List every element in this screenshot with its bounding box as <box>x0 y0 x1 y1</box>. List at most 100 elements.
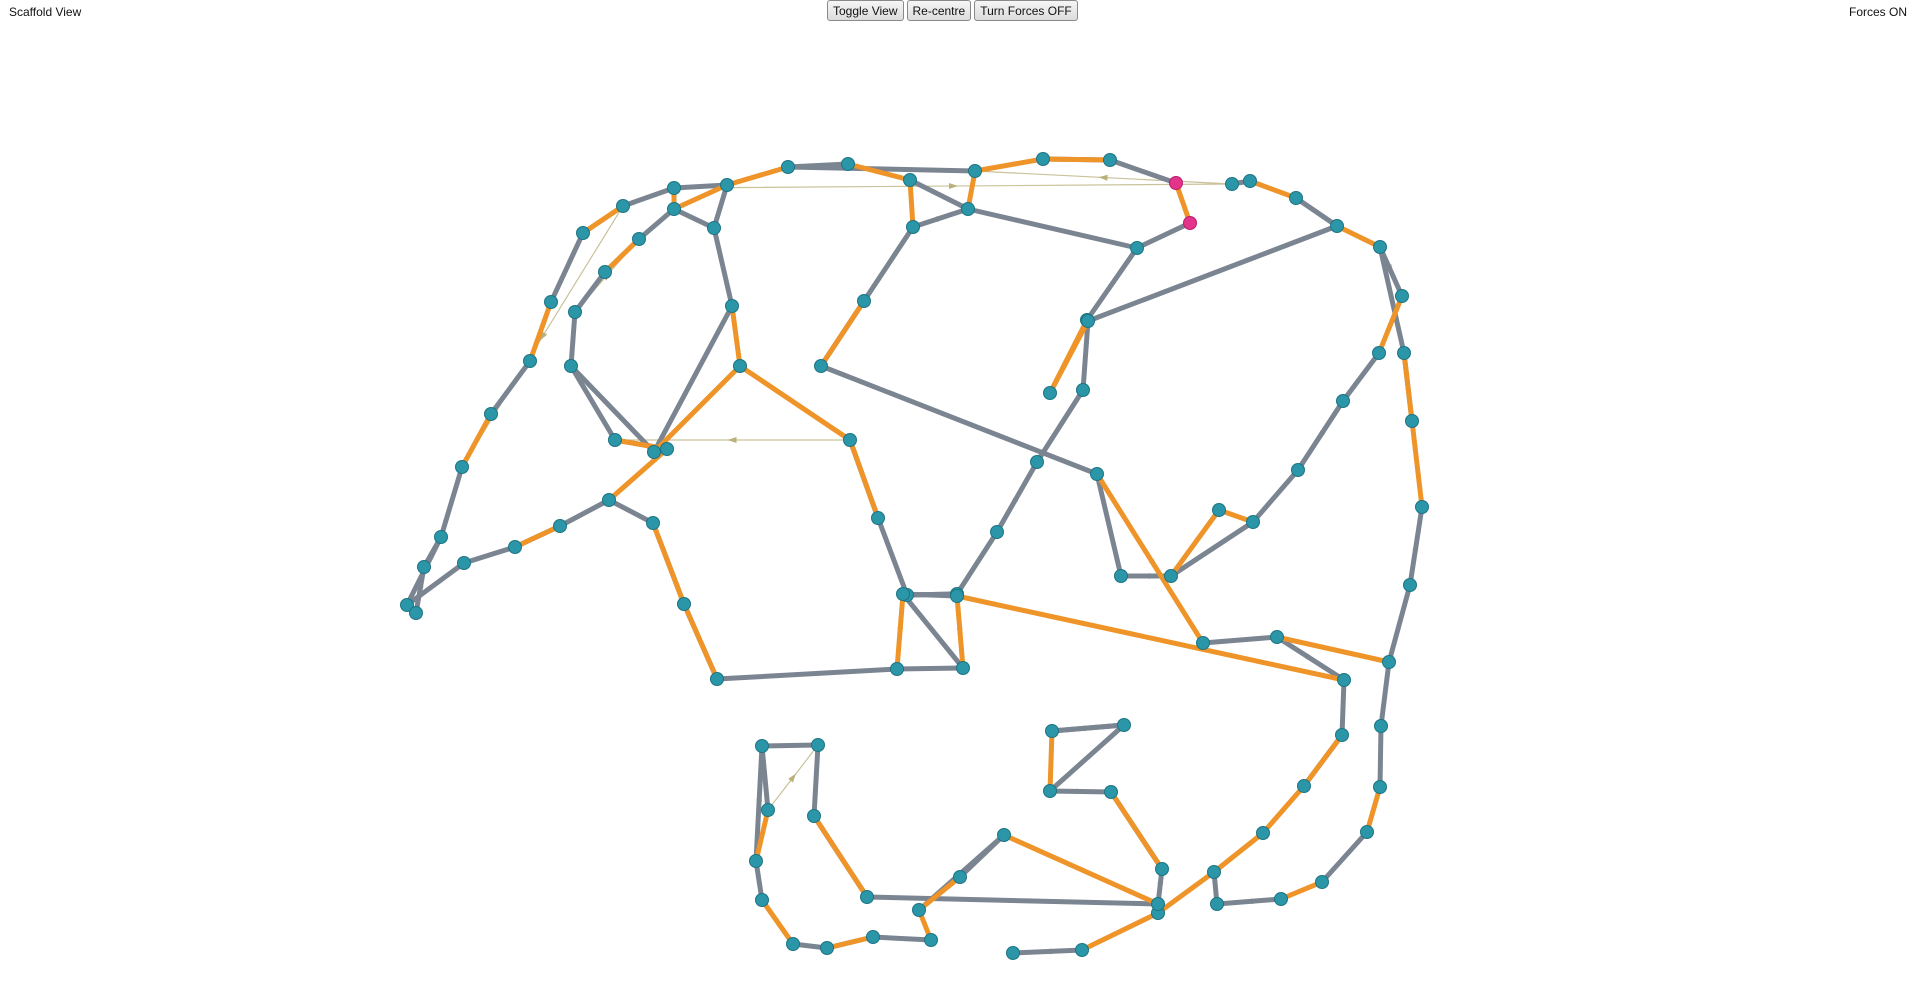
graph-node[interactable] <box>857 294 871 308</box>
graph-node[interactable] <box>1076 383 1090 397</box>
graph-node[interactable] <box>811 738 825 752</box>
graph-node[interactable] <box>720 178 734 192</box>
graph-node[interactable] <box>1117 718 1131 732</box>
graph-node[interactable] <box>890 662 904 676</box>
graph-node[interactable] <box>598 265 612 279</box>
graph-node[interactable] <box>1405 414 1419 428</box>
graph-node[interactable] <box>1103 153 1117 167</box>
graph-node[interactable] <box>1256 826 1270 840</box>
graph-node[interactable] <box>953 870 967 884</box>
graph-node[interactable] <box>1397 346 1411 360</box>
graph-node[interactable] <box>1330 219 1344 233</box>
graph-node[interactable] <box>409 606 423 620</box>
graph-node[interactable] <box>1335 728 1349 742</box>
graph-node[interactable] <box>1373 240 1387 254</box>
graph-node[interactable] <box>576 226 590 240</box>
graph-node[interactable] <box>755 893 769 907</box>
graph-node[interactable] <box>786 937 800 951</box>
toggle-view-button[interactable]: Toggle View <box>827 0 904 21</box>
graph-node[interactable] <box>903 173 917 187</box>
graph-node[interactable] <box>1415 500 1429 514</box>
graph-node[interactable] <box>1045 724 1059 738</box>
graph-node[interactable] <box>1207 865 1221 879</box>
graph-node[interactable] <box>961 202 975 216</box>
graph-node[interactable] <box>1395 289 1409 303</box>
graph-node[interactable] <box>1315 875 1329 889</box>
graph-node[interactable] <box>455 460 469 474</box>
forces-toggle-button[interactable]: Turn Forces OFF <box>974 0 1078 21</box>
graph-node[interactable] <box>924 933 938 947</box>
graph-node[interactable] <box>1297 779 1311 793</box>
selected-graph-node[interactable] <box>1169 176 1183 190</box>
graph-node[interactable] <box>1130 241 1144 255</box>
graph-node[interactable] <box>632 232 646 246</box>
graph-node[interactable] <box>781 160 795 174</box>
graph-node[interactable] <box>608 433 622 447</box>
graph-node[interactable] <box>1043 784 1057 798</box>
graph-node[interactable] <box>896 587 910 601</box>
graph-node[interactable] <box>457 556 471 570</box>
graph-node[interactable] <box>1104 785 1118 799</box>
graph-node[interactable] <box>906 220 920 234</box>
graph-node[interactable] <box>400 598 414 612</box>
graph-node[interactable] <box>968 164 982 178</box>
graph-node[interactable] <box>568 305 582 319</box>
graph-node[interactable] <box>1043 386 1057 400</box>
graph-node[interactable] <box>1081 314 1095 328</box>
graph-node[interactable] <box>1225 177 1239 191</box>
graph-node[interactable] <box>1360 825 1374 839</box>
graph-node[interactable] <box>1210 897 1224 911</box>
graph-node[interactable] <box>553 519 567 533</box>
graph-node[interactable] <box>667 202 681 216</box>
graph-node[interactable] <box>616 199 630 213</box>
graph-node[interactable] <box>761 803 775 817</box>
graph-node[interactable] <box>1274 892 1288 906</box>
graph-node[interactable] <box>710 672 724 686</box>
graph-node[interactable] <box>814 359 828 373</box>
graph-node[interactable] <box>1030 455 1044 469</box>
graph-node[interactable] <box>1075 943 1089 957</box>
graph-node[interactable] <box>841 157 855 171</box>
graph-node[interactable] <box>749 854 763 868</box>
graph-node[interactable] <box>1382 655 1396 669</box>
graph-node[interactable] <box>1164 569 1178 583</box>
graph-node[interactable] <box>912 903 926 917</box>
graph-node[interactable] <box>755 739 769 753</box>
recentre-button[interactable]: Re-centre <box>906 0 972 21</box>
graph-node[interactable] <box>523 354 537 368</box>
graph-node[interactable] <box>647 445 661 459</box>
graph-node[interactable] <box>997 828 1011 842</box>
graph-node[interactable] <box>707 221 721 235</box>
graph-node[interactable] <box>544 295 558 309</box>
graph-node[interactable] <box>807 809 821 823</box>
graph-node[interactable] <box>1337 673 1351 687</box>
graph-node[interactable] <box>1114 569 1128 583</box>
graph-node[interactable] <box>667 181 681 195</box>
graph-node[interactable] <box>733 359 747 373</box>
graph-node[interactable] <box>950 589 964 603</box>
graph-node[interactable] <box>1090 467 1104 481</box>
graph-node[interactable] <box>564 359 578 373</box>
graph-node[interactable] <box>602 493 616 507</box>
graph-node[interactable] <box>1270 630 1284 644</box>
graph-node[interactable] <box>660 442 674 456</box>
graph-node[interactable] <box>843 433 857 447</box>
graph-node[interactable] <box>1196 636 1210 650</box>
graph-node[interactable] <box>1403 578 1417 592</box>
graph-node[interactable] <box>1155 862 1169 876</box>
graph-node[interactable] <box>1373 780 1387 794</box>
selected-graph-node[interactable] <box>1183 216 1197 230</box>
graph-node[interactable] <box>1006 946 1020 960</box>
graph-node[interactable] <box>860 890 874 904</box>
graph-node[interactable] <box>820 941 834 955</box>
graph-node[interactable] <box>434 530 448 544</box>
graph-node[interactable] <box>725 299 739 313</box>
graph-node[interactable] <box>484 407 498 421</box>
graph-node[interactable] <box>1151 897 1165 911</box>
graph-node[interactable] <box>1374 719 1388 733</box>
graph-node[interactable] <box>871 511 885 525</box>
graph-node[interactable] <box>417 560 431 574</box>
graph-node[interactable] <box>1289 191 1303 205</box>
graph-node[interactable] <box>508 540 522 554</box>
